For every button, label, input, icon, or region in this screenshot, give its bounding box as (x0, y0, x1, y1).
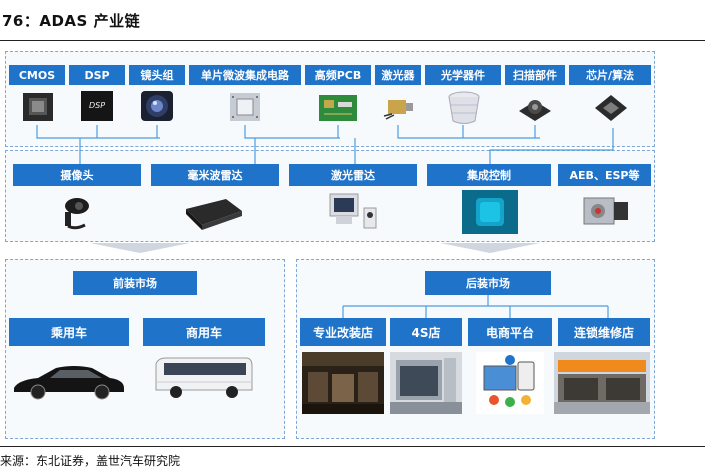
ecommerce-icon (476, 352, 544, 414)
component-label-chip: 芯片/算法 (569, 65, 651, 85)
component-label-scanner: 扫描部件 (505, 65, 565, 85)
oem-market-title: 前装市场 (73, 271, 197, 295)
component-label-cmos: CMOS (9, 65, 65, 85)
source-note: 来源：东北证券，盖世汽车研究院 (0, 454, 181, 468)
component-label-mmic: 单片微波集成电路 (189, 65, 301, 85)
laser-module-icon (383, 100, 413, 120)
component-label-dsp: DSP (69, 65, 125, 85)
vehicle-camera-icon (65, 198, 89, 230)
component-label-laser: 激光器 (375, 65, 421, 85)
modification-shop-icon (302, 352, 384, 414)
component-label-pcb: 高频PCB (305, 65, 371, 85)
system-label-camera: 摄像头 (13, 164, 141, 186)
top-rule (0, 40, 705, 41)
repair-chain-icon (554, 352, 650, 414)
mmwave-radar-icon (186, 199, 242, 230)
dsp-chip-icon: DSP (81, 91, 113, 121)
system-label-aeb-esp: AEB、ESP等 (558, 164, 651, 186)
down-arrow-left (90, 243, 190, 253)
lidar-unit-icon (329, 193, 377, 229)
dsp-chip-text: DSP (89, 101, 105, 110)
mmic-chip-icon (230, 93, 260, 121)
dealership-icon (390, 352, 462, 414)
system-label-lidar: 激光雷达 (289, 164, 417, 186)
system-label-integrated-control: 集成控制 (427, 164, 551, 186)
brake-module-icon (583, 197, 628, 225)
passenger-car-icon (14, 366, 124, 400)
aftermarket-item-label-ecommerce: 电商平台 (468, 318, 552, 346)
component-label-lens: 镜头组 (129, 65, 185, 85)
component-label-optics: 光学器件 (425, 65, 501, 85)
camera-lens-icon (141, 91, 173, 121)
aftermarket-item-label-repair-chain: 连锁维修店 (558, 318, 650, 346)
oem-item-label-passenger-car: 乘用车 (9, 318, 129, 346)
cmos-chip-icon (23, 93, 53, 121)
control-chip-icon (462, 190, 518, 234)
optical-lens-icon (448, 91, 480, 124)
system-label-mmwave-radar: 毫米波雷达 (151, 164, 279, 186)
aftermarket-title: 后装市场 (425, 271, 551, 295)
down-arrow-right (440, 243, 540, 253)
bus-icon (155, 357, 253, 398)
scanner-part-icon (519, 100, 551, 121)
figure-title: 76：ADAS 产业链 (2, 12, 141, 30)
pcb-board-icon (319, 95, 357, 121)
aftermarket-item-label-modification-shop: 专业改装店 (300, 318, 386, 346)
aftermarket-item-label-dealership: 4S店 (390, 318, 462, 346)
bottom-rule (0, 446, 705, 447)
oem-item-label-commercial-vehicle: 商用车 (143, 318, 265, 346)
processor-chip-icon (595, 95, 627, 121)
